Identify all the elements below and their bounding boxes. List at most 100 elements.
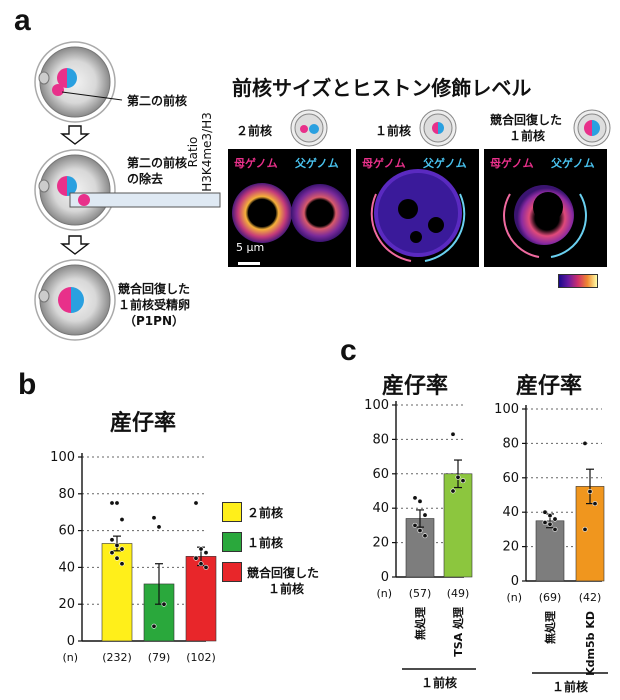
- data-point: [109, 550, 115, 556]
- schematic-label-p1pn-3: （P1PN）: [124, 314, 184, 328]
- micrograph-2pn: 母ゲノム 父ゲノム 5 μm: [228, 149, 351, 267]
- legend-label-p1pn-2: １前核: [268, 582, 305, 596]
- paternal-genome-label: 父ゲノム: [423, 157, 467, 170]
- n-label: (232): [102, 651, 132, 664]
- down-arrow-icon: [59, 125, 91, 145]
- data-point: [203, 564, 209, 570]
- data-point: [193, 555, 199, 561]
- bar: [101, 543, 133, 642]
- ratio-axis-label: Ratio H3K4me3/H3: [186, 102, 214, 202]
- y-tick-label: 80: [502, 436, 519, 451]
- y-tick-label: 100: [50, 450, 75, 465]
- y-tick-label: 40: [502, 505, 519, 520]
- y-tick-label: 60: [372, 467, 389, 482]
- schematic-label-removal-1: 第二の前核: [127, 156, 188, 170]
- y-tick-label: 60: [502, 471, 519, 486]
- data-point: [450, 431, 456, 437]
- ratio-axis-line2: H3K4me3/H3: [200, 112, 214, 192]
- category-label: 無処理: [543, 611, 557, 644]
- y-tick-label: 80: [372, 432, 389, 447]
- y-tick-label: 20: [502, 540, 519, 555]
- data-point: [412, 522, 418, 528]
- y-tick-label: 0: [511, 574, 519, 589]
- y-tick-label: 100: [364, 398, 389, 413]
- y-tick-label: 20: [58, 597, 75, 612]
- panel-b-title: 産仔率: [110, 411, 177, 436]
- n-label: (69): [539, 591, 562, 604]
- mini-zygote-icon: [290, 109, 328, 147]
- maternal-genome-label: 母ゲノム: [490, 157, 534, 170]
- data-point: [193, 500, 199, 506]
- zygote-2pn: [34, 41, 123, 123]
- maternal-genome-label: 母ゲノム: [234, 157, 278, 170]
- panel-b-letter: b: [18, 368, 37, 401]
- chart-c-kdm5b: 0 20 40 60 80 100 (69) 無処理 (42) Kdm5b KD (n) １前核: [494, 402, 608, 694]
- data-point: [417, 498, 423, 504]
- micrograph-p1pn: 母ゲノム 父ゲノム: [484, 149, 607, 267]
- n-label: (57): [409, 587, 432, 600]
- data-point: [422, 512, 428, 518]
- schematic-label-p1pn-1: 競合回復した: [118, 282, 191, 296]
- micrograph-1pn: 母ゲノム 父ゲノム: [356, 149, 479, 267]
- mini-zygote-icon: [419, 109, 457, 147]
- data-point: [547, 513, 553, 519]
- group-label: １前核: [552, 679, 588, 694]
- group-label: １前核: [421, 675, 457, 690]
- n-label: (42): [579, 591, 602, 604]
- y-tick-label: 60: [58, 524, 75, 539]
- maternal-genome-label: 母ゲノム: [362, 157, 406, 170]
- schematic-label-second-pronucleus: 第二の前核: [127, 94, 188, 108]
- bar: [535, 520, 565, 582]
- intensity-colorbar: [558, 274, 598, 288]
- down-arrow-icon: [59, 235, 91, 255]
- data-point: [114, 542, 120, 548]
- column-label-1pn: １前核: [375, 124, 412, 138]
- data-point: [114, 555, 120, 561]
- data-point: [109, 500, 115, 506]
- data-point: [151, 515, 157, 521]
- data-point: [156, 524, 162, 530]
- data-point: [450, 488, 456, 494]
- category-label: Kdm5b KD: [584, 611, 597, 676]
- paternal-genome-label: 父ゲノム: [295, 157, 339, 170]
- data-point: [592, 501, 598, 507]
- data-point: [542, 509, 548, 515]
- n-label: (79): [148, 651, 171, 664]
- y-tick-label: 100: [494, 402, 519, 417]
- data-point: [151, 623, 157, 629]
- panel-c-title-left: 産仔率: [382, 374, 449, 399]
- data-point: [109, 537, 115, 543]
- y-tick-label: 0: [67, 634, 75, 649]
- schematic-label-removal-2: の除去: [127, 172, 164, 186]
- scale-bar-label: 5 μm: [236, 241, 265, 254]
- paternal-genome-label: 父ゲノム: [551, 157, 595, 170]
- panel-a-letter: a: [14, 4, 31, 37]
- column-label-2pn: ２前核: [236, 124, 273, 138]
- data-point: [198, 561, 204, 567]
- data-point: [114, 500, 120, 506]
- data-point: [417, 528, 423, 534]
- data-point: [119, 546, 125, 552]
- data-point: [542, 520, 548, 526]
- n-header: (n): [376, 587, 392, 600]
- legend-swatch-p1pn: [222, 562, 242, 582]
- data-point: [460, 478, 466, 484]
- legend-label-1pn: １前核: [247, 536, 284, 550]
- data-point: [547, 521, 553, 527]
- data-point: [422, 533, 428, 539]
- panel-a-title: 前核サイズとヒストン修飾レベル: [232, 76, 532, 100]
- schematic-label-p1pn-2: １前核受精卵: [118, 298, 191, 312]
- n-header: (n): [506, 591, 522, 604]
- legend-swatch-2pn: [222, 502, 242, 522]
- data-point: [161, 601, 167, 607]
- data-point: [119, 561, 125, 567]
- bar: [443, 473, 473, 578]
- mini-zygote-icon: [573, 109, 611, 147]
- data-point: [552, 516, 558, 522]
- y-tick-label: 40: [372, 501, 389, 516]
- category-label: TSA 処理: [451, 607, 465, 657]
- panel-c-letter: c: [340, 334, 357, 367]
- legend-swatch-1pn: [222, 532, 242, 552]
